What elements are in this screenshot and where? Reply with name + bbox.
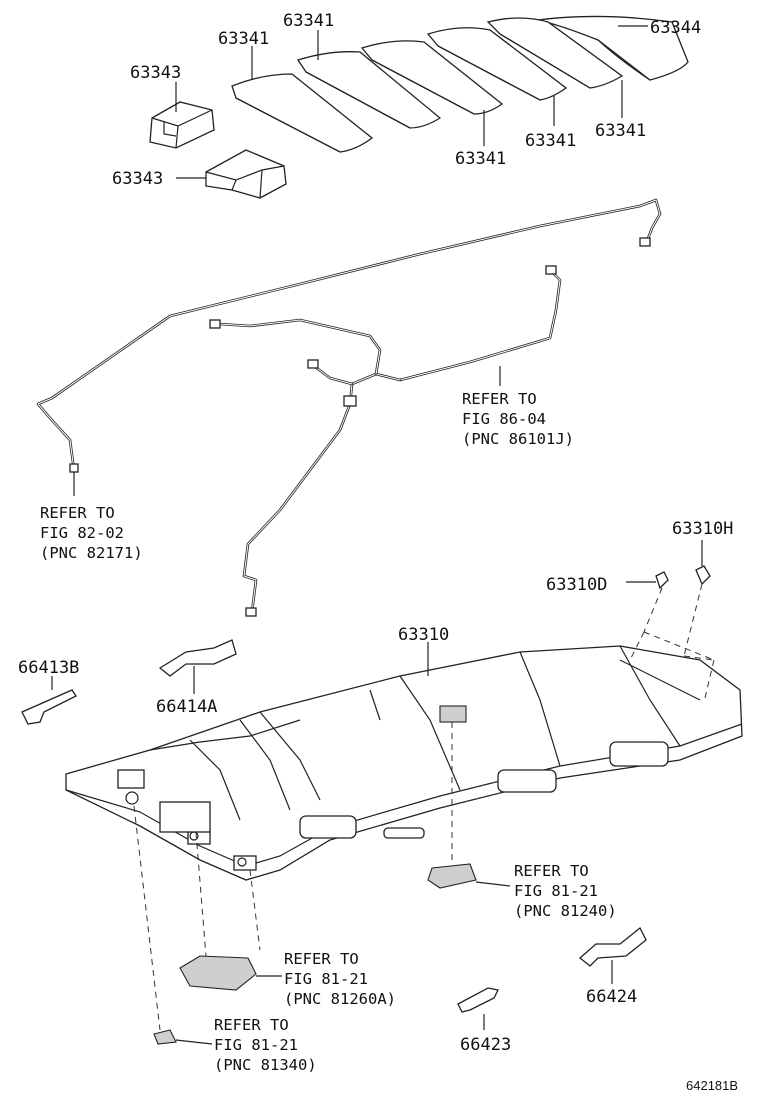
label-63310: 63310 (398, 625, 449, 645)
lamp-81240 (427, 722, 511, 889)
roof-wire-harness (36, 198, 662, 617)
pad-63341-4 (426, 27, 568, 101)
pad-63341-2 (296, 51, 442, 129)
ref-lamp-center: REFER TO FIG 81-21 (PNC 81240) (514, 862, 617, 920)
ref-wire-left: REFER TO FIG 82-02 (PNC 82171) (40, 504, 143, 562)
ref-lamp-center-line3: (PNC 81240) (514, 902, 617, 920)
ref-wire-left-line2: FIG 82-02 (40, 524, 124, 542)
label-63341-mid: 63341 (455, 149, 506, 169)
bracket-66413B (21, 676, 77, 725)
ref-lamp-front-line3: (PNC 81260A) (284, 990, 396, 1008)
label-66423: 66423 (460, 1035, 511, 1055)
lamp-81340 (133, 805, 213, 1045)
silencer-pads (231, 15, 689, 153)
pad-63344 (537, 15, 689, 81)
bracket-66414A (158, 639, 237, 694)
label-63341-right: 63341 (525, 131, 576, 151)
reference-labels: REFER TO FIG 82-02 (PNC 82171) REFER TO … (40, 390, 617, 1074)
ref-wire-right-line1: REFER TO (462, 390, 537, 408)
ref-lamp-front: REFER TO FIG 81-21 (PNC 81260A) (284, 950, 396, 1008)
pad-63341-1 (231, 73, 374, 153)
ref-lamp-front-line1: REFER TO (284, 950, 359, 968)
label-63343-lower: 63343 (112, 169, 163, 189)
label-66413B: 66413B (18, 658, 79, 678)
label-63343-upper: 63343 (130, 63, 181, 83)
ref-wire-left-line1: REFER TO (40, 504, 115, 522)
ref-lamp-small-line1: REFER TO (214, 1016, 289, 1034)
ref-wire-left-line3: (PNC 82171) (40, 544, 143, 562)
clip-dashed-leaders (629, 583, 715, 703)
ref-wire-right: REFER TO FIG 86-04 (PNC 86101J) (462, 390, 574, 448)
headliner-63310 (65, 645, 743, 881)
spacer-block-63343-lower (205, 149, 287, 199)
clip-63310H (695, 540, 711, 586)
ref-wire-right-line3: (PNC 86101J) (462, 430, 574, 448)
label-63341-top: 63341 (283, 11, 334, 31)
figure-id: 642181B (686, 1078, 738, 1093)
bracket-66424 (578, 926, 647, 984)
label-66424: 66424 (586, 987, 637, 1007)
lamp-81260A (179, 831, 282, 991)
ref-lamp-center-line1: REFER TO (514, 862, 589, 880)
pad-63341-3 (360, 40, 504, 115)
pad-leaders (175, 25, 648, 179)
label-63310H: 63310H (672, 519, 733, 539)
ref-lamp-small-line3: (PNC 81340) (214, 1056, 317, 1074)
ref-lamp-center-line2: FIG 81-21 (514, 882, 598, 900)
bracket-66423 (457, 987, 499, 1030)
label-63344: 63344 (650, 18, 701, 38)
label-63310D: 63310D (546, 575, 607, 595)
label-66414A: 66414A (156, 697, 217, 717)
label-63341-far-right: 63341 (595, 121, 646, 141)
ref-lamp-small-line2: FIG 81-21 (214, 1036, 298, 1054)
pad-63341-5 (486, 17, 624, 89)
label-63341-left: 63341 (218, 29, 269, 49)
ref-lamp-front-line2: FIG 81-21 (284, 970, 368, 988)
ref-lamp-small: REFER TO FIG 81-21 (PNC 81340) (214, 1016, 317, 1074)
ref-wire-right-line2: FIG 86-04 (462, 410, 546, 428)
clip-63310D (626, 571, 669, 590)
part-labels: 63344 63341 63341 63343 63343 63341 6334… (18, 11, 733, 1055)
spacer-block-63343-upper (149, 101, 215, 149)
